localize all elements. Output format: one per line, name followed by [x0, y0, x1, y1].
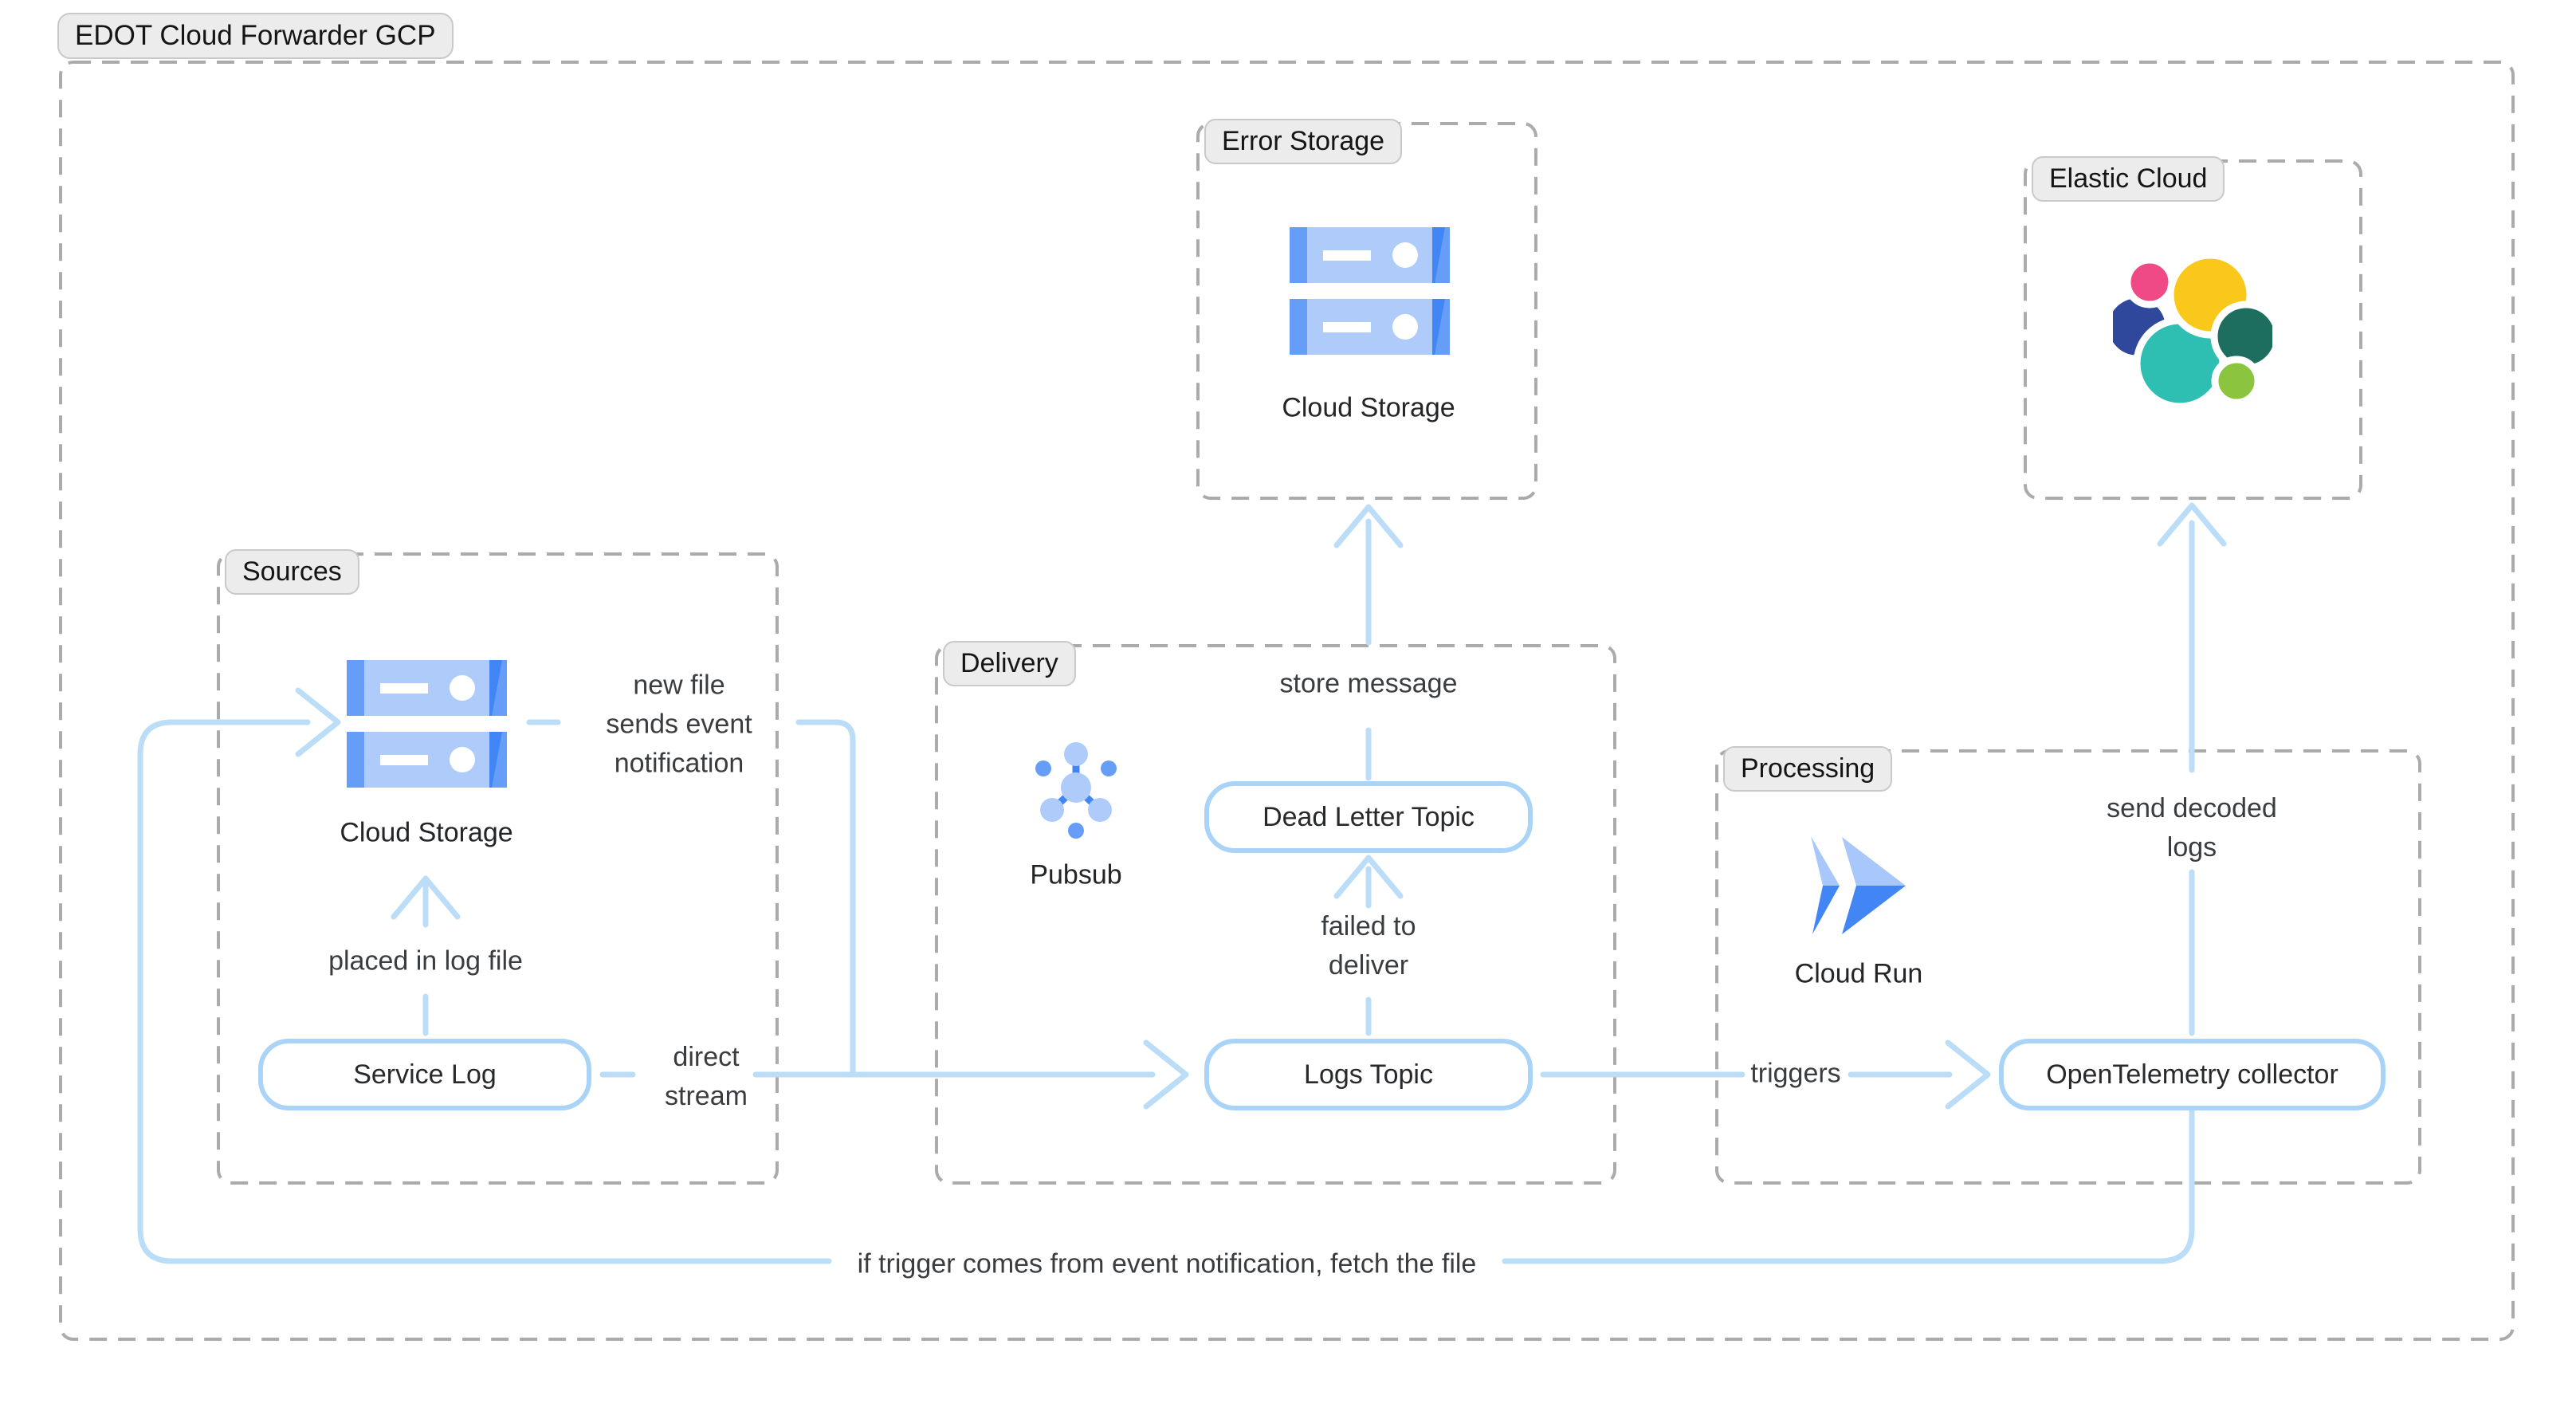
edge-label-line: failed to	[1321, 911, 1416, 941]
arrowhead-into-logs-topic	[1143, 1039, 1189, 1110]
edge-label-line: notification	[614, 748, 744, 779]
arrowhead-placed	[391, 875, 461, 920]
edge-label-new-file-event: new file sends event notification	[606, 666, 752, 784]
node-label: Logs Topic	[1304, 1059, 1433, 1090]
node-dead-letter-topic: Dead Letter Topic	[1204, 781, 1533, 853]
group-box-edot	[59, 61, 2515, 1341]
edge-fetch-file-left	[137, 719, 832, 1264]
group-badge-delivery: Delivery	[943, 641, 1076, 686]
node-otel-collector: OpenTelemetry collector	[1999, 1039, 2386, 1110]
group-badge-error-storage: Error Storage	[1204, 119, 1403, 164]
arrowhead-failed	[1333, 855, 1404, 899]
node-service-log: Service Log	[258, 1039, 591, 1110]
edge-fetch-file-right	[1502, 1107, 2195, 1264]
node-logs-topic: Logs Topic	[1204, 1039, 1533, 1110]
edge-label-direct-stream: direct stream	[665, 1038, 748, 1116]
cloud-run-icon	[1811, 836, 1906, 934]
edge-label-line: logs	[2166, 832, 2217, 863]
icon-caption-cloud-storage-error: Cloud Storage	[1282, 392, 1455, 423]
edge-label-triggers: triggers	[1750, 1058, 1841, 1089]
group-box-processing	[1715, 749, 2421, 1185]
icon-caption-cloud-run: Cloud Run	[1794, 958, 1923, 989]
edge-label-line: deliver	[1328, 950, 1409, 981]
pubsub-icon	[1035, 742, 1117, 839]
group-badge-elastic-cloud: Elastic Cloud	[2032, 156, 2225, 202]
icon-caption-pubsub: Pubsub	[1030, 859, 1122, 890]
group-box-sources	[217, 552, 779, 1185]
arrowhead-into-cloud-storage	[295, 687, 341, 757]
group-badge-sources: Sources	[225, 549, 359, 595]
elastic-logo-icon	[2113, 251, 2272, 408]
diagram-title-badge: EDOT Cloud Forwarder GCP	[57, 13, 454, 59]
edge-label-fetch-file: if trigger comes from event notification…	[857, 1248, 1477, 1279]
icon-caption-cloud-storage: Cloud Storage	[340, 817, 513, 848]
edge-label-line: new file	[633, 670, 725, 701]
edge-label-failed-to-deliver: failed to deliver	[1321, 907, 1416, 985]
node-label: OpenTelemetry collector	[2046, 1059, 2338, 1090]
edge-label-send-decoded-logs: send decoded logs	[2107, 789, 2277, 867]
edge-label-line: stream	[665, 1081, 748, 1111]
arrowhead-store	[1333, 504, 1404, 548]
group-badge-processing: Processing	[1723, 746, 1893, 792]
edge-label-store-message: store message	[1279, 668, 1458, 699]
cloud-storage-icon	[347, 660, 507, 788]
arrowhead-triggers	[1945, 1039, 1991, 1110]
arrowhead-send-logs	[2157, 502, 2227, 547]
edge-label-line: send decoded	[2107, 793, 2277, 823]
edge-label-line: direct	[673, 1042, 740, 1072]
node-label: Dead Letter Topic	[1262, 801, 1475, 832]
cloud-storage-icon	[1290, 227, 1450, 355]
edge-new-file-b	[795, 719, 856, 1078]
edge-label-line: sends event	[606, 709, 752, 740]
edge-label-placed-in-log-file: placed in log file	[328, 945, 523, 977]
node-label: Service Log	[353, 1059, 497, 1090]
group-box-delivery	[935, 644, 1616, 1185]
